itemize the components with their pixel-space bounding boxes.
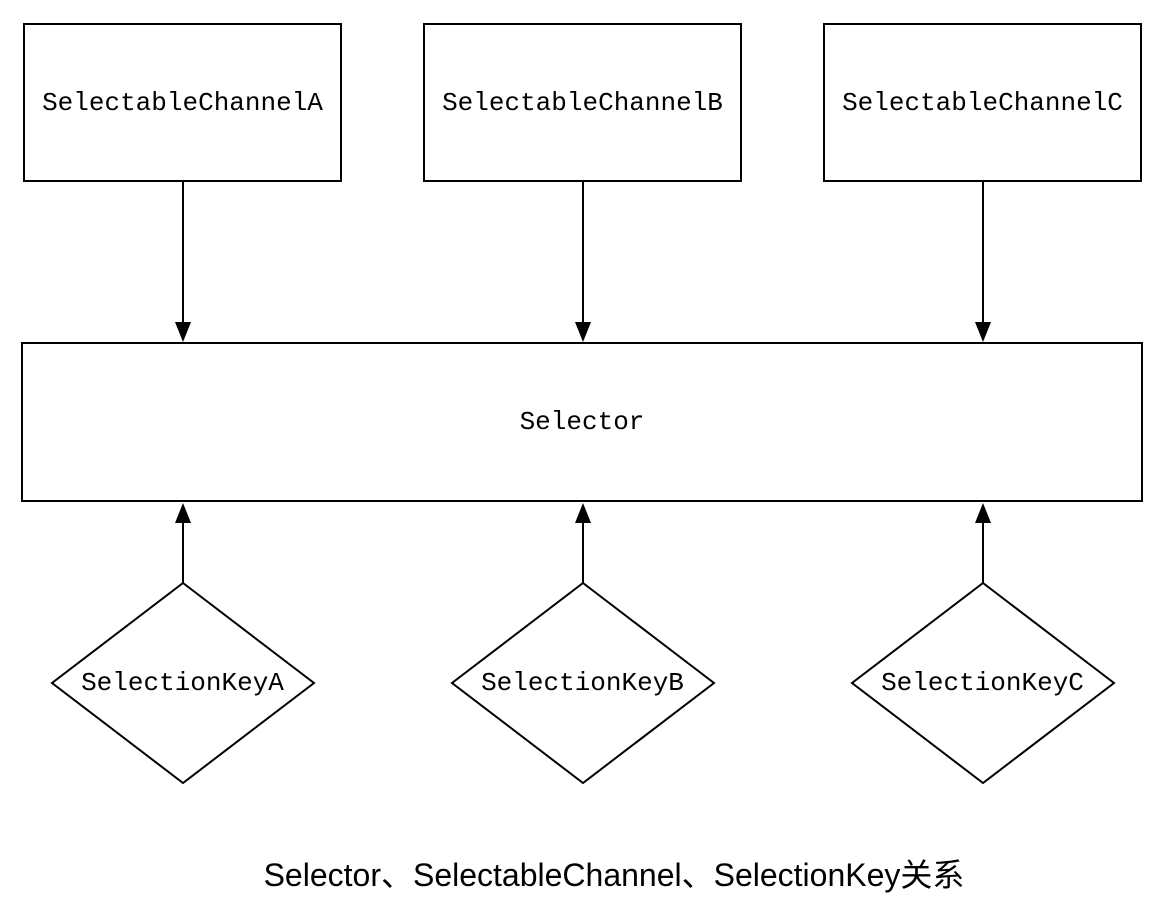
arrow-head-channel-a-to-selector [174,322,191,342]
diamond-a-shape [49,581,316,785]
selector-box: Selector [21,342,1143,502]
key-diamond-a: SelectionKeyA [49,581,316,785]
caption: Selector、SelectableChannel、SelectionKey关… [263,857,965,893]
arrow-head-key-a-to-selector [174,503,191,523]
arrow-line-key-c-to-selector [981,521,984,583]
diamond-c-shape [849,581,1116,785]
selector-label: Selector [519,407,645,437]
channel-box-b-label: SelectableChannelB [442,87,723,118]
arrow-line-key-a-to-selector [181,521,184,583]
arrow-line-channel-c-to-selector [981,182,984,322]
channel-box-c-label: SelectableChannelC [842,87,1123,118]
channel-box-a-label: SelectableChannelA [42,87,323,118]
arrow-head-key-b-to-selector [574,503,591,523]
arrow-head-channel-c-to-selector [974,322,991,342]
key-diamond-b: SelectionKeyB [449,581,716,785]
diamond-b-shape [449,581,716,785]
arrow-line-channel-a-to-selector [181,182,184,322]
channel-box-c: SelectableChannelC [823,23,1142,182]
channel-box-a: SelectableChannelA [23,23,342,182]
arrow-head-key-c-to-selector [974,503,991,523]
key-diamond-c: SelectionKeyC [849,581,1116,785]
arrow-head-channel-b-to-selector [574,322,591,342]
key-diamond-a-label: SelectionKeyA [81,668,284,698]
arrow-line-key-b-to-selector [581,521,584,583]
channel-box-b: SelectableChannelB [423,23,742,182]
key-diamond-b-label: SelectionKeyB [481,668,684,698]
key-diamond-c-label: SelectionKeyC [881,668,1084,698]
arrow-line-channel-b-to-selector [581,182,584,322]
